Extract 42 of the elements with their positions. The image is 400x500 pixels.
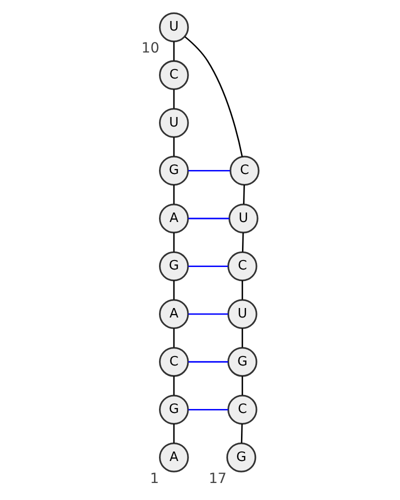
node-circle: C (227, 394, 258, 425)
connector (173, 376, 175, 396)
node-circle: U (227, 299, 258, 330)
node-circle: A (159, 204, 189, 234)
node-circle: C (159, 60, 189, 90)
connector (173, 328, 175, 348)
node-circle: G (159, 156, 189, 186)
node-label: 17 (208, 470, 227, 487)
node-circle: U (159, 12, 189, 42)
node-circle: U (159, 108, 189, 138)
connector (173, 232, 175, 252)
connector (242, 376, 244, 396)
connector (173, 89, 175, 108)
node-circle: C (230, 156, 260, 186)
connector (242, 328, 244, 348)
connector (240, 424, 243, 443)
node-circle: A (159, 299, 189, 330)
connector (173, 42, 175, 61)
connector (173, 280, 175, 300)
node-circle: G (159, 394, 189, 425)
connector (188, 170, 230, 172)
node-label: 1 (150, 470, 160, 487)
node-circle: G (159, 251, 189, 282)
connector (188, 408, 228, 410)
connector (188, 218, 230, 220)
node-circle: U (228, 204, 258, 234)
connector (173, 424, 175, 443)
connector (242, 232, 244, 252)
connector (188, 361, 228, 363)
connector (173, 184, 175, 204)
node-circle: C (159, 346, 189, 377)
connector (188, 266, 228, 267)
connector (243, 184, 245, 204)
connector (188, 313, 228, 315)
node-label: 10 (141, 40, 160, 57)
connector (242, 280, 244, 300)
node-circle: A (159, 442, 189, 472)
node-circle: G (227, 346, 258, 377)
node-circle: C (227, 251, 258, 282)
connector (173, 137, 175, 156)
node-circle: G (226, 442, 256, 472)
connector (184, 36, 243, 157)
